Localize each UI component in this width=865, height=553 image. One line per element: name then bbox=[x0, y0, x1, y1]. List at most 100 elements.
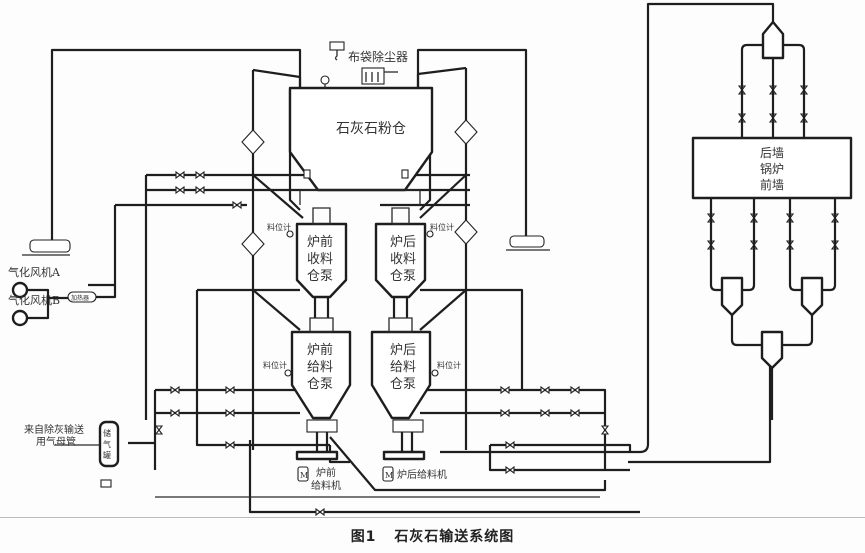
front-receiving-pump-outlet bbox=[313, 297, 330, 318]
level-gauge-label-rear-receiving: 料位计 bbox=[430, 222, 454, 232]
hoist-icon bbox=[329, 41, 345, 51]
bag-filter-bags-icon bbox=[365, 72, 379, 82]
bag-filter bbox=[361, 67, 385, 85]
air-tank-label-3: 罐 bbox=[103, 450, 111, 460]
valve-icon[interactable] bbox=[570, 408, 580, 418]
rear-feeder-motor-label: M bbox=[385, 471, 393, 480]
valve-icon[interactable] bbox=[505, 465, 515, 475]
front-feeding-pump-body bbox=[290, 330, 352, 420]
rear-feeder-base bbox=[382, 450, 426, 461]
rear-feeder-head bbox=[392, 419, 424, 433]
valve-icon[interactable] bbox=[540, 408, 550, 418]
rear-feeding-pump-label-1: 炉后 bbox=[390, 343, 416, 358]
silo-label: 石灰石粉仓 bbox=[336, 121, 406, 137]
front-receiving-pump-body bbox=[295, 222, 348, 299]
rear-receiving-pump-label-1: 炉后 bbox=[390, 235, 416, 250]
rear-receiving-pump-body bbox=[374, 222, 427, 299]
pipe-diag-left-upper bbox=[252, 174, 304, 219]
diverter-valve-icon[interactable] bbox=[241, 231, 265, 257]
lower-header-right-1 bbox=[420, 388, 607, 470]
compressor-left bbox=[29, 239, 71, 253]
front-feeder-shaft bbox=[315, 432, 329, 452]
level-gauges: 料位计 料位计 料位计 料位计 bbox=[263, 222, 461, 377]
rear-receiving-pump: 炉后 收料 仓泵 bbox=[374, 207, 427, 318]
drain-icon bbox=[100, 479, 112, 488]
limestone-silo bbox=[288, 86, 434, 192]
front-receiving-pump-inlet bbox=[312, 207, 331, 225]
air-source-label-1: 来自除灰输送 bbox=[24, 423, 84, 436]
rear-feeder-shaft bbox=[400, 432, 414, 452]
front-feeding-pump-label-1: 炉前 bbox=[307, 342, 333, 358]
pipe-diag-left-lower bbox=[252, 289, 301, 331]
valve-icon[interactable] bbox=[175, 185, 185, 195]
blower-manifold bbox=[27, 288, 68, 320]
valve-icon[interactable] bbox=[225, 385, 235, 395]
pipe-bottom-return bbox=[248, 440, 640, 514]
pipe-right-vent bbox=[416, 66, 467, 88]
top-splitter bbox=[761, 20, 785, 60]
rear-feeding-pump-inlet bbox=[388, 317, 413, 333]
pipe-bottom-left-a bbox=[328, 445, 350, 464]
hook-icon bbox=[334, 50, 338, 61]
valve-icon[interactable] bbox=[154, 425, 164, 435]
bag-filter-label: 布袋除尘器 bbox=[348, 49, 408, 64]
silo-outlet-valve-left[interactable] bbox=[303, 169, 311, 179]
valve-icon[interactable] bbox=[500, 385, 510, 395]
front-feeding-pump-label-2: 给料 bbox=[307, 360, 333, 375]
pipe-to-boiler-bottom bbox=[628, 340, 772, 464]
level-gauge-icon bbox=[284, 369, 292, 377]
valve-icon[interactable] bbox=[315, 507, 325, 517]
caption-divider bbox=[0, 517, 865, 518]
air-tank-label-1: 储 bbox=[103, 428, 111, 438]
heater-label: 加热器 bbox=[71, 294, 89, 302]
front-feeder: M 炉前 给料机 bbox=[295, 419, 341, 492]
pipe-bottom-right-b bbox=[488, 445, 630, 472]
valve-icon[interactable] bbox=[195, 170, 205, 180]
level-gauge-label-rear-feeding: 料位计 bbox=[437, 360, 461, 370]
air-storage-tank: 储 气 罐 来自除灰输送 用气母管 bbox=[24, 420, 120, 488]
valve-icon[interactable] bbox=[500, 408, 510, 418]
valve-icon[interactable] bbox=[505, 440, 515, 450]
diverter-valve-icon[interactable] bbox=[454, 219, 478, 245]
front-feeder-head bbox=[306, 419, 338, 433]
valve-icon[interactable] bbox=[195, 185, 205, 195]
level-gauge-icon bbox=[431, 369, 439, 377]
silo-outlets bbox=[299, 189, 421, 205]
air-tank-body bbox=[98, 420, 120, 468]
diverter-valve-icon[interactable] bbox=[454, 119, 478, 145]
pipe-mid-right bbox=[420, 288, 524, 390]
rear-feeding-pump: 炉后 给料 仓泵 bbox=[370, 317, 432, 420]
valve-icon[interactable] bbox=[225, 440, 235, 450]
level-gauge-label-front-feeding: 料位计 bbox=[263, 360, 287, 370]
diverter-valves bbox=[241, 119, 478, 257]
front-feeder-label-1: 炉前 bbox=[316, 466, 336, 479]
blower-b-icon bbox=[11, 309, 29, 327]
lower-right-branches bbox=[788, 198, 837, 292]
pipe-bottom-right-a bbox=[490, 443, 632, 452]
diverter-valve-icon[interactable] bbox=[241, 129, 265, 155]
valve-icon[interactable] bbox=[170, 385, 180, 395]
valve-icon[interactable] bbox=[232, 200, 242, 210]
rear-receiving-pump-label-3: 仓泵 bbox=[390, 269, 416, 284]
valve-icon[interactable] bbox=[225, 408, 235, 418]
top-splitter-branches bbox=[740, 43, 806, 138]
air-source-label-2: 用气母管 bbox=[36, 435, 76, 448]
rear-feeder-motor-icon bbox=[382, 466, 394, 482]
pipe-right-to-silo bbox=[416, 48, 528, 240]
boiler-section: 后墙 锅炉 前墙 bbox=[691, 20, 853, 420]
front-feeding-pump-inlet bbox=[309, 317, 334, 333]
rear-feeder: M 炉后给料机 bbox=[382, 419, 447, 482]
valve-icon[interactable] bbox=[170, 408, 180, 418]
blower-area: 气化风机A 气化风机B 加热器 bbox=[8, 235, 550, 327]
front-feeder-motor-label: M bbox=[300, 471, 308, 480]
silo-outlet-valve-right[interactable] bbox=[401, 169, 409, 179]
level-gauge-icon bbox=[426, 230, 434, 238]
valve-icon[interactable] bbox=[600, 425, 610, 435]
valve-icon[interactable] bbox=[570, 385, 580, 395]
valve-icon[interactable] bbox=[540, 385, 550, 395]
pipe-heater-line bbox=[88, 205, 117, 287]
level-gauge-icon bbox=[286, 230, 294, 238]
figure-caption: 图1 石灰石输送系统图 bbox=[0, 526, 865, 546]
valve-icon[interactable] bbox=[175, 170, 185, 180]
